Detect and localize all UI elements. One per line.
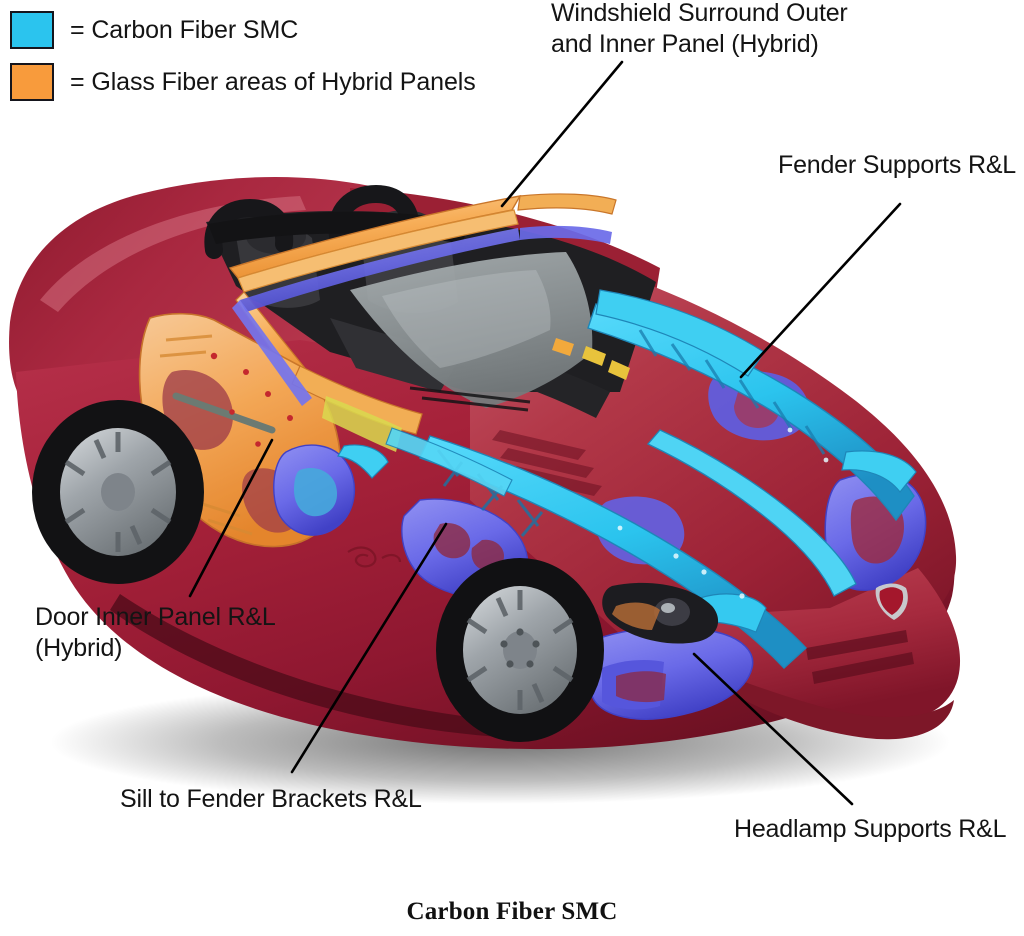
- leader-line-headlamp: [692, 652, 854, 806]
- windshield-reflection: [382, 270, 551, 368]
- headlamp-amber: [612, 602, 660, 630]
- callout-fender-supports: Fender Supports R&L: [778, 150, 1016, 181]
- front-details: [602, 582, 908, 644]
- lug-nuts: [500, 628, 540, 668]
- legend-item-carbon-fiber-smc: = Carbon Fiber SMC: [10, 8, 476, 52]
- callout-sill-to-fender-brackets: Sill to Fender Brackets R&L: [120, 784, 422, 815]
- legend-swatch-glass-fiber-hybrid: [10, 63, 54, 101]
- headlamp-support-window: [616, 671, 666, 703]
- windshield-header-right: [517, 193, 617, 215]
- callout-fender-line1: Fender Supports R&L: [778, 151, 1016, 179]
- radiator-support-beam: [419, 435, 807, 669]
- carbon-fiber-regions: [337, 289, 917, 669]
- front-bumper: [672, 654, 954, 740]
- front-wheel: [436, 558, 604, 742]
- bumper-beam-cyan: [841, 450, 917, 493]
- b-pillar-transition: [322, 396, 402, 452]
- front-grille: [806, 630, 914, 684]
- cowl-plenum-cyan: [595, 289, 765, 377]
- callout-windshield-line1: Windshield Surround Outer: [551, 0, 848, 27]
- wiper-blade: [409, 386, 531, 412]
- windshield-surround-rail2: [237, 209, 519, 293]
- callout-headlamp-supports: Headlamp Supports R&L: [734, 814, 1007, 845]
- window-regulator: [172, 392, 276, 434]
- legend-item-glass-fiber-hybrid: = Glass Fiber areas of Hybrid Panels: [10, 60, 476, 104]
- rocker-carbon-strip: [385, 427, 513, 497]
- legend-label-carbon-fiber-smc: = Carbon Fiber SMC: [70, 16, 299, 44]
- carbon-fasteners: [617, 427, 829, 599]
- door-fasteners: [210, 352, 293, 447]
- fender-rail-ribs: [638, 329, 826, 455]
- headlamp-glint: [661, 603, 675, 613]
- rear-wheel: [32, 400, 204, 584]
- callout-sill-line1: Sill to Fender Brackets R&L: [120, 785, 422, 813]
- callout-headlamp-line1: Headlamp Supports R&L: [734, 815, 1007, 843]
- wheels: [32, 400, 604, 742]
- a-pillar-inner: [232, 300, 312, 406]
- callout-windshield-line2: and Inner Panel (Hybrid): [551, 30, 819, 58]
- door-latch-plate: [294, 467, 338, 517]
- sill-bracket-hole-1: [433, 522, 471, 559]
- body-highlight: [40, 196, 306, 312]
- leader-line-door: [188, 438, 274, 598]
- figure-caption: Carbon Fiber SMC: [406, 898, 618, 925]
- door-upper-rail: [291, 365, 423, 435]
- windshield-inner-panel: [240, 228, 520, 312]
- leader-line-fender: [739, 202, 902, 379]
- leader-line-windshield: [500, 60, 624, 208]
- legend-swatch-carbon-fiber-smc: [10, 11, 54, 49]
- windshield-header-inner-right: [520, 225, 612, 244]
- upper-tie-bar: [646, 429, 857, 597]
- door-panel-ribs: [159, 334, 253, 536]
- windshield-glass: [350, 252, 593, 412]
- hood-badge-inner: [879, 587, 904, 615]
- legend: = Carbon Fiber SMC = Glass Fiber areas o…: [10, 8, 476, 112]
- callout-windshield-surround: Windshield Surround Outer and Inner Pane…: [551, 0, 848, 60]
- callout-door-line1: Door Inner Panel R&L: [35, 603, 276, 631]
- callout-door-line2: (Hybrid): [35, 634, 123, 662]
- leader-lines: [188, 60, 902, 806]
- leader-line-sill: [290, 522, 448, 774]
- legend-label-glass-fiber-hybrid: = Glass Fiber areas of Hybrid Panels: [70, 68, 476, 96]
- callout-door-inner-panel: Door Inner Panel R&L (Hybrid): [35, 602, 276, 664]
- hood-edge-clips: [552, 338, 630, 380]
- door-carbon-tab: [337, 444, 389, 479]
